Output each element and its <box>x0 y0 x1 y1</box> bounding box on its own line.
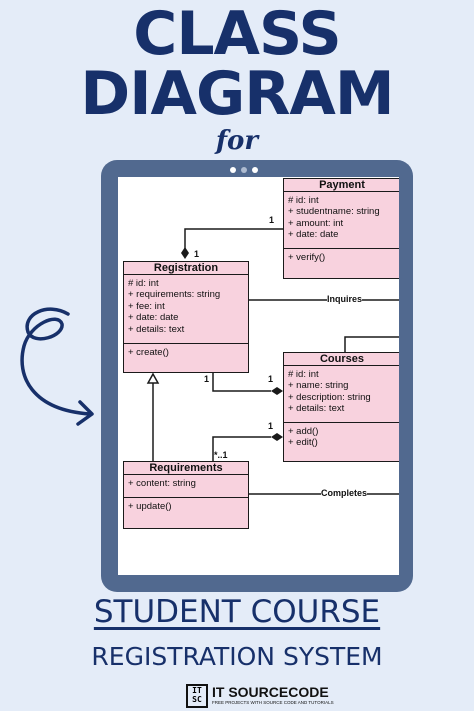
methods-section: + verify() <box>284 249 399 266</box>
class-name: Payment <box>284 179 399 192</box>
class-name: Requirements <box>124 462 248 475</box>
subtitle-line-1: STUDENT COURSE <box>93 594 381 630</box>
attributes-section: # id: int + name: string + description: … <box>284 366 399 423</box>
attribute: # id: int <box>128 278 159 289</box>
attribute: + date: date <box>128 312 179 324</box>
method: + create() <box>128 347 169 358</box>
logo-mark: IT SC <box>186 684 208 708</box>
multiplicity-label: 1 <box>268 374 274 384</box>
class-courses: Courses # id: int + name: string + descr… <box>283 352 399 462</box>
method: + update() <box>128 501 172 512</box>
methods-section: + update() <box>124 498 248 515</box>
relation-label-inquires: Inquires <box>327 294 363 304</box>
class-requirements: Requirements + content: string + update(… <box>123 461 249 529</box>
methods-section: + create() <box>124 344 248 361</box>
attribute: + details: text <box>288 403 345 415</box>
attribute: + name: string <box>288 380 349 392</box>
attribute: + content: string <box>128 478 196 489</box>
logo-name: IT SOURCECODE <box>212 684 329 700</box>
multiplicity-label: *..1 <box>214 450 228 460</box>
attribute: + details: text <box>128 323 185 335</box>
subtitle-line-2: REGISTRATION SYSTEM <box>91 642 383 671</box>
class-registration: Registration # id: int + requirements: s… <box>123 261 249 373</box>
curly-arrow-icon <box>20 307 94 426</box>
attribute: + date: date <box>288 229 339 241</box>
multiplicity-label: 1 <box>268 421 274 431</box>
method: + edit() <box>288 437 318 449</box>
attribute: + description: string <box>288 391 371 403</box>
method: + add() <box>288 426 319 437</box>
logo-tagline: FREE PROJECTS WITH SOURCE CODE AND TUTOR… <box>212 700 334 705</box>
method: + verify() <box>288 252 326 263</box>
page-title-line-1: CLASS <box>133 0 341 69</box>
attributes-section: # id: int + requirements: string + fee: … <box>124 275 248 344</box>
attribute: # id: int <box>288 195 319 206</box>
methods-section: + add() + edit() <box>284 423 399 452</box>
for-text: for <box>215 126 259 156</box>
camera-dot <box>241 167 247 173</box>
page-title-line-2: DIAGRAM <box>80 59 394 129</box>
diagram-screen: Payment # id: int + studentname: string … <box>118 177 399 575</box>
attribute: + studentname: string <box>288 206 380 218</box>
camera-dot <box>230 167 236 173</box>
attributes-section: # id: int + studentname: string + amount… <box>284 192 399 249</box>
attributes-section: + content: string <box>124 475 248 498</box>
multiplicity-label: 1 <box>269 215 275 225</box>
class-name: Courses <box>284 353 399 366</box>
attribute: + fee: int <box>128 300 165 312</box>
tablet-frame: Payment # id: int + studentname: string … <box>101 160 413 592</box>
multiplicity-label: 1 <box>204 374 210 384</box>
itsourcecode-logo: IT SC IT SOURCECODE FREE PROJECTS WITH S… <box>186 684 334 710</box>
multiplicity-label: 1 <box>194 249 200 259</box>
relation-label-completes: Completes <box>321 488 368 498</box>
camera-dot <box>252 167 258 173</box>
class-name: Registration <box>124 262 248 275</box>
attribute: # id: int <box>288 369 319 380</box>
attribute: + requirements: string <box>128 289 221 301</box>
attribute: + amount: int <box>288 217 344 229</box>
class-payment: Payment # id: int + studentname: string … <box>283 178 399 279</box>
